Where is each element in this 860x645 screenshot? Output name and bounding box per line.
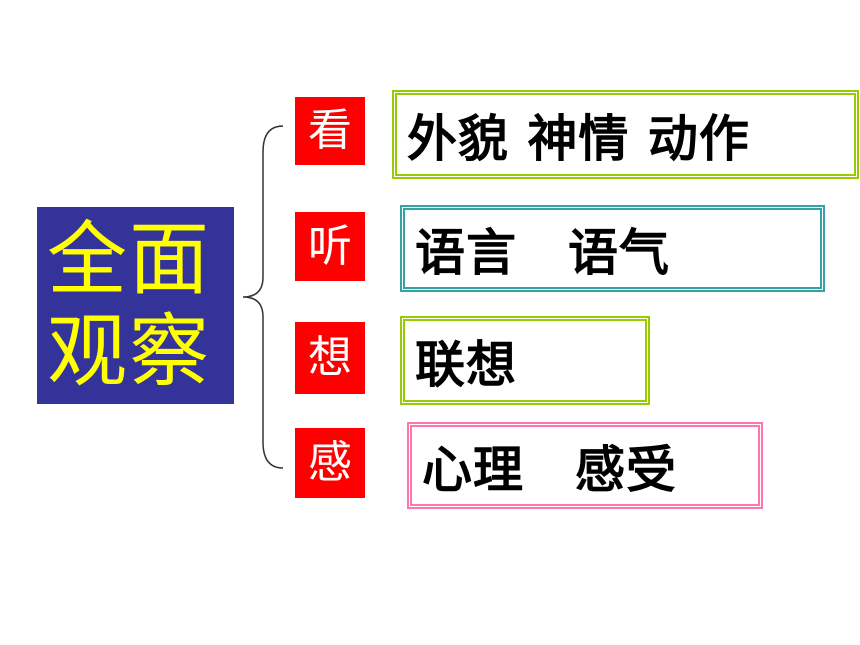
label-look: 看 (295, 97, 365, 165)
content-box-feel: 心理 感受 (407, 422, 763, 509)
content-text-listen: 语言 语气 (415, 223, 670, 282)
label-listen: 听 (295, 212, 365, 281)
content-text-feel: 心理 感受 (422, 440, 677, 499)
content-box-think: 联想 (400, 316, 650, 405)
curly-brace-connector (242, 125, 284, 469)
label-think: 想 (295, 322, 365, 394)
main-topic-box: 全面 观察 (37, 207, 234, 404)
content-text-look: 外貌 神情 动作 (407, 109, 750, 168)
main-topic-line-1: 全面 (47, 212, 211, 306)
content-box-listen: 语言 语气 (400, 205, 825, 292)
main-topic-line-2: 观察 (47, 304, 211, 398)
content-text-think: 联想 (415, 335, 517, 394)
label-feel: 感 (295, 428, 365, 498)
content-box-look: 外貌 神情 动作 (392, 90, 859, 179)
